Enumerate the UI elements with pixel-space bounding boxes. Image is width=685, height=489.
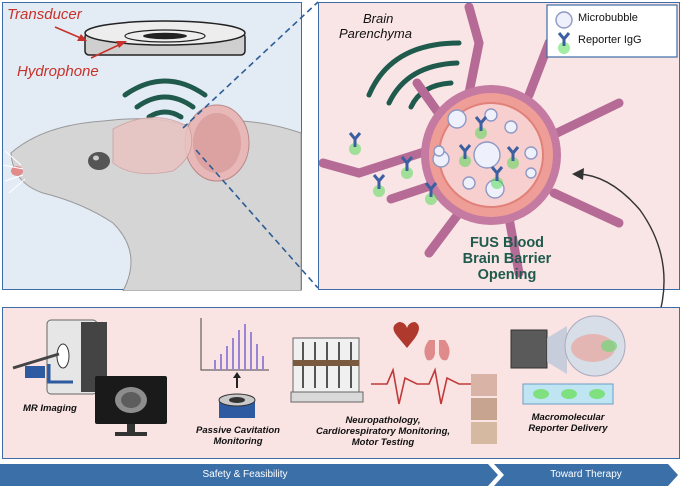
hydrophone-label: Hydrophone — [17, 63, 99, 80]
timeline-therapy: Toward Therapy — [550, 469, 622, 480]
bbb-title-line-3: Opening — [477, 267, 537, 283]
mouse-illustration — [3, 20, 302, 291]
parenchyma-label-2: Parenchyma — [339, 26, 412, 41]
transducer-label: Transducer — [7, 6, 82, 23]
neuro-label: Neuropathology, Cardiorespiratory Monito… — [305, 415, 461, 448]
neuro-label-line-2: Cardiorespiratory Monitoring, — [315, 426, 451, 437]
macro-label: Macromolecular Reporter Delivery — [513, 412, 623, 434]
experiments-illustration — [12, 315, 626, 444]
bbb-title: FUS Blood Brain Barrier Opening — [437, 235, 577, 283]
cavitation-spectrum-icon — [200, 318, 269, 388]
pcm-label: Passive Cavitation Monitoring — [173, 425, 303, 447]
reporter-igg-icon — [557, 32, 571, 54]
bbb-panel: Brain Parenchyma Microbubble Reporter Ig… — [318, 2, 680, 290]
mr-scanner-icon — [12, 319, 107, 395]
ecg-icon — [371, 367, 473, 405]
hydrophone-device-icon — [218, 393, 256, 418]
brain-slices-icon — [522, 383, 614, 405]
histology-icon — [471, 374, 497, 444]
bbb-title-line-2: Brain Barrier — [462, 251, 552, 267]
mr-monitor-icon — [95, 376, 167, 436]
legend-microbubble: Microbubble — [578, 12, 638, 24]
parenchyma-label-1: Brain — [363, 11, 394, 26]
bbb-title-line-1: FUS Blood — [469, 235, 545, 251]
macro-label-line-2: Reporter Delivery — [528, 423, 608, 434]
pcm-label-line-2: Monitoring — [213, 436, 263, 447]
mouse-icon — [3, 104, 302, 291]
neuro-label-line-1: Neuropathology, — [345, 415, 421, 426]
heart-lungs-icon — [393, 322, 450, 361]
delivery-device-icon — [510, 315, 626, 377]
reporter-igg-molecules — [348, 116, 520, 205]
macro-label-line-1: Macromolecular — [531, 412, 605, 423]
rotarod-icon — [290, 337, 364, 403]
microbubble-icon — [555, 11, 573, 29]
ultrasound-wave-icon — [366, 40, 462, 110]
ultrasound-wave-icon — [122, 78, 208, 120]
timeline-safety: Safety & Feasibility — [202, 469, 288, 480]
vessel-illustration — [319, 3, 678, 278]
experiments-panel: MR Imaging Passive Cavitation Monitoring… — [2, 307, 680, 459]
mr-imaging-label: MR Imaging — [23, 403, 77, 414]
legend-reporter-igg: Reporter IgG — [578, 34, 642, 46]
pcm-label-line-1: Passive Cavitation — [196, 425, 280, 436]
mouse-panel: Transducer Hydrophone — [2, 2, 302, 291]
neuro-label-line-3: Motor Testing — [351, 437, 415, 448]
